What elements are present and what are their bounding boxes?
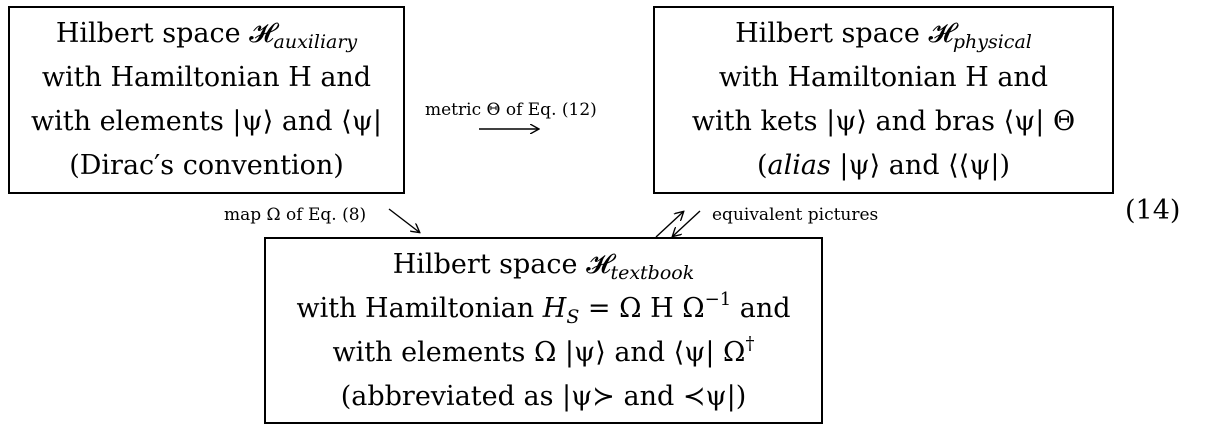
box-physical-space: Hilbert space 𝓗physical with Hamiltonian… [653,6,1114,194]
map-label: map Ω of Eq. (8) [224,205,367,225]
aux-line-elements: with elements |ψ⟩ and ⟨ψ| [31,106,382,137]
equivalent-arrow-down [673,210,701,236]
phys-line-kets-bras: with kets |ψ⟩ and bras ⟨ψ| Θ [691,106,1076,137]
aux-line-convention: (Dirac′s convention) [69,150,344,181]
aux-line-hamiltonian: with Hamiltonian H and [41,62,372,93]
text-line-hamiltonian: with Hamiltonian HS = Ω H Ω−1 and [296,288,791,328]
metric-label: metric Θ of Eq. (12) [425,100,597,120]
text-line-abbreviated: (abbreviated as |ψ≻ and ≺ψ|) [340,380,747,412]
equivalent-arrow-up [655,212,683,238]
box-textbook-space: Hilbert space 𝓗textbook with Hamiltonian… [264,237,823,424]
map-arrow [388,208,419,232]
phys-line-hamiltonian: with Hamiltonian H and [718,62,1049,93]
phys-line-alias: (alias |ψ⟩ and ⟨⟨ψ|) [756,150,1011,181]
text-title: Hilbert space 𝓗textbook [392,248,695,284]
text-line-elements: with elements Ω |ψ⟩ and ⟨ψ| Ω† [332,332,755,368]
box-auxiliary-space: Hilbert space 𝓗auxiliary with Hamiltonia… [8,6,405,194]
aux-title: Hilbert space 𝓗auxiliary [55,18,358,53]
equivalent-label: equivalent pictures [712,205,879,225]
phys-title: Hilbert space 𝓗physical [735,18,1032,53]
equation-number: (14) [1125,195,1181,226]
